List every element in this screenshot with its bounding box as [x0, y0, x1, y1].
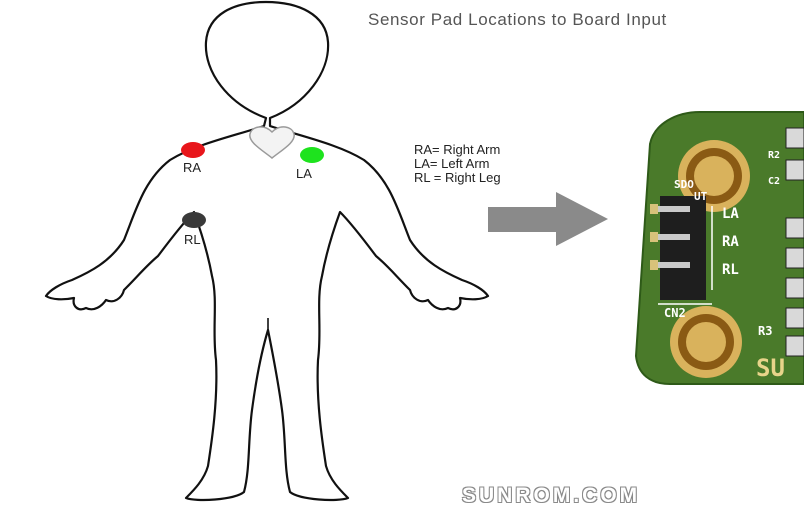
- pad-la: [300, 147, 324, 163]
- silk-cn2: CN2: [664, 306, 686, 320]
- pin-label-ra: RA: [722, 234, 739, 250]
- arrow-right-icon: [488, 192, 608, 246]
- legend-rl: RL = Right Leg: [414, 170, 501, 185]
- pad-label-ra: RA: [183, 160, 201, 175]
- silk-r3: R3: [758, 324, 772, 338]
- pad-label-la: LA: [296, 166, 312, 181]
- pad-rl: [182, 212, 206, 228]
- pad-label-rl: RL: [184, 232, 201, 247]
- pin-label-la: LA: [722, 206, 739, 222]
- watermark: SUNROM.COM: [462, 484, 640, 508]
- diagram-title: Sensor Pad Locations to Board Input: [368, 10, 667, 30]
- silk-c2: C2: [768, 176, 780, 187]
- board-brand-text: SU: [756, 354, 785, 382]
- silk-ut: UT: [694, 190, 707, 203]
- silk-sdo: SDO: [674, 178, 694, 191]
- body-outline: [46, 2, 488, 500]
- legend-la: LA= Left Arm: [414, 156, 490, 171]
- pin-label-rl: RL: [722, 262, 739, 278]
- silk-r2: R2: [768, 150, 780, 161]
- pad-ra: [181, 142, 205, 158]
- legend-ra: RA= Right Arm: [414, 142, 500, 157]
